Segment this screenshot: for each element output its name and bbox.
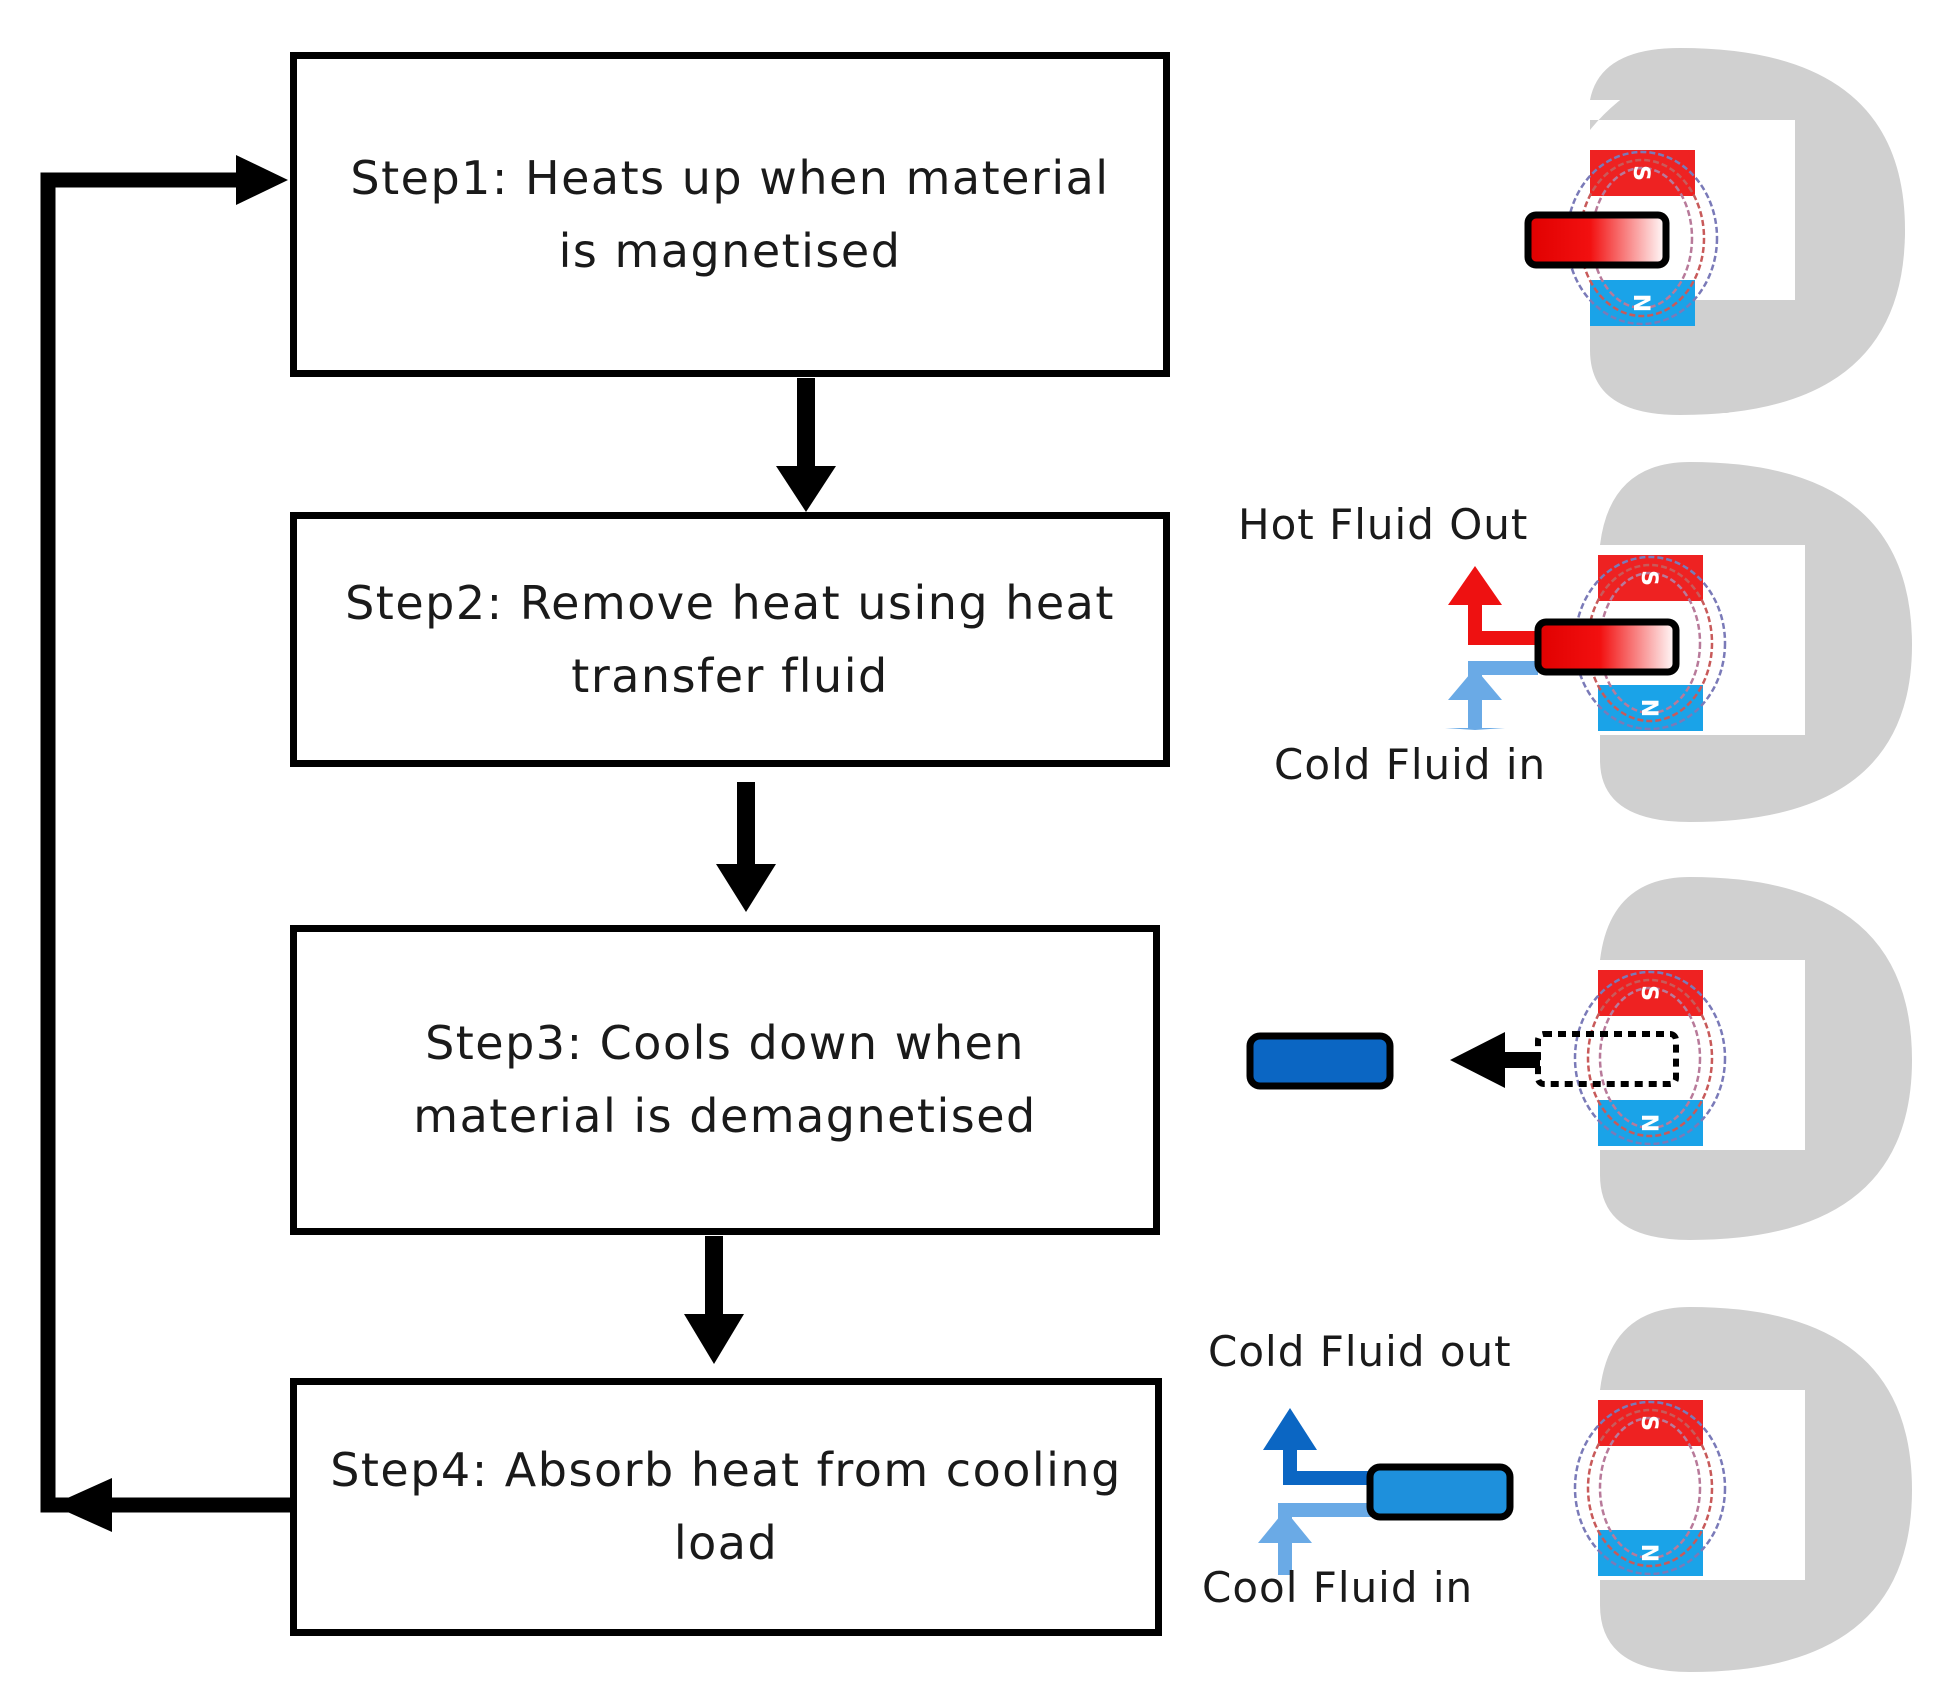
magnet-step3 [1246,877,1912,1240]
step2-box: Step2: Remove heat using heat transfer f… [290,512,1170,767]
flow-arrow-1-2 [776,378,836,512]
step1-box: Step1: Heats up when material is magneti… [290,52,1170,377]
material-previous-position [1535,1031,1679,1087]
cold-fluid-out-path [1283,1445,1372,1485]
magnet-yoke [1590,48,1905,415]
flow-arrow-2-3 [716,782,776,912]
north-pole-label: N [1636,1114,1661,1132]
magnet-yoke [1600,1307,1912,1672]
flow-arrow-3-4 [684,1236,744,1364]
magnetocaloric-material-hot [1534,618,1680,676]
magnet-step2 [1445,462,1912,822]
magnet-step1 [1524,48,1905,415]
magnet-yoke [1600,462,1912,822]
cold-fluid-in-label: Cold Fluid in [1274,740,1547,789]
north-pole-label: N [1628,294,1653,312]
south-pole-label: S [1636,985,1661,1001]
magnetocaloric-material-hot [1524,211,1670,269]
south-pole-label: S [1636,570,1661,586]
cool-fluid-in-label: Cool Fluid in [1202,1563,1474,1612]
north-pole-label: N [1636,699,1661,717]
step1-label: Step1: Heats up when material is magneti… [350,150,1110,278]
magnet-step4 [1258,1307,1912,1672]
south-pole-label: S [1636,1415,1661,1431]
magnetocaloric-material-cold [1246,1032,1394,1090]
south-pole-label: S [1628,165,1653,181]
step3-box: Step3: Cools down when material is demag… [290,925,1160,1235]
cold-fluid-out-label: Cold Fluid out [1208,1327,1512,1376]
hot-fluid-path [1468,595,1538,645]
north-pole-label: N [1636,1544,1661,1562]
magnetocaloric-material-cold [1366,1463,1514,1521]
step3-label: Step3: Cools down when material is demag… [413,1016,1037,1143]
feedback-loop-arrow [40,155,290,1532]
step4-label: Step4: Absorb heat from cooling load [330,1443,1122,1570]
step2-label: Step2: Remove heat using heat transfer f… [345,575,1115,703]
step4-box: Step4: Absorb heat from cooling load [290,1378,1162,1636]
magnet-yoke [1600,877,1912,1240]
hot-fluid-out-label: Hot Fluid Out [1238,500,1529,549]
